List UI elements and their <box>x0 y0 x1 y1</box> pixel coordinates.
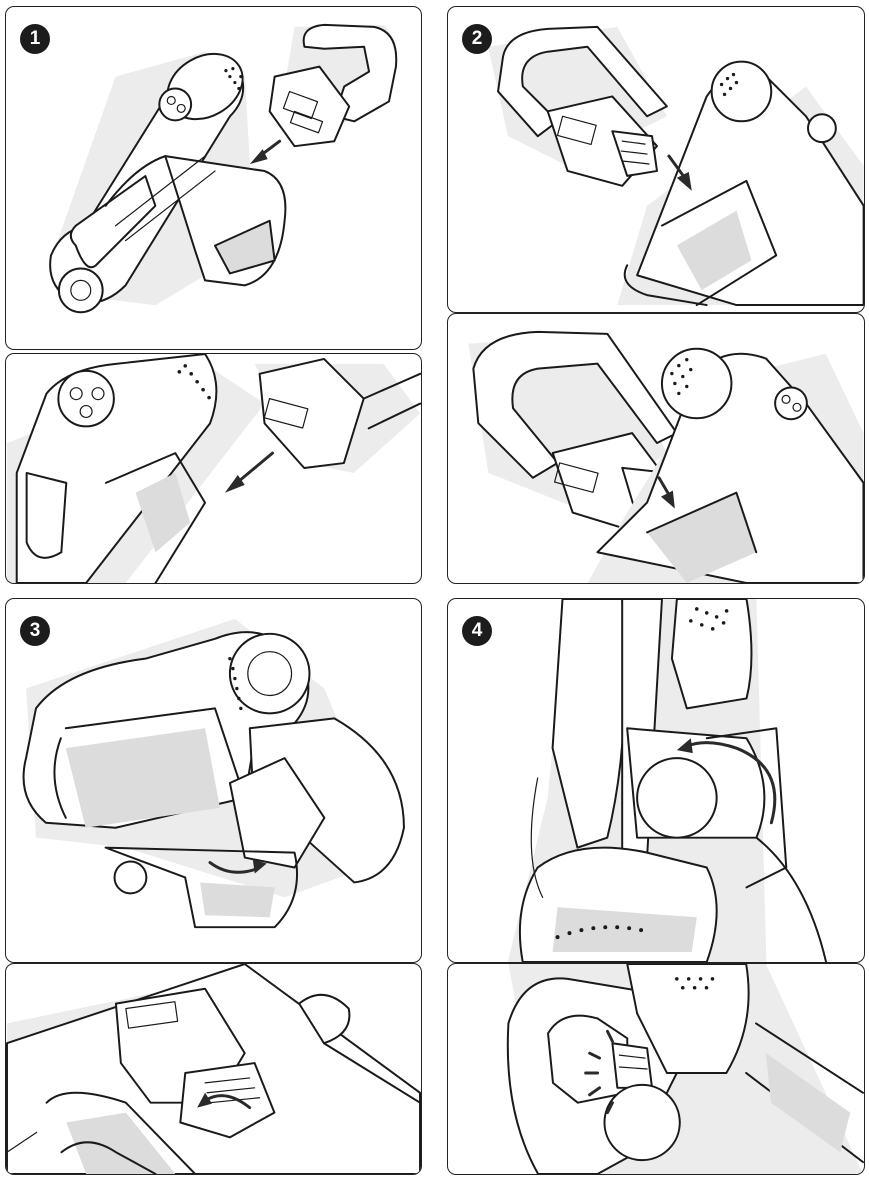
step-4-illustration <box>507 599 828 962</box>
step-1-main-panel: 1 <box>5 6 422 350</box>
grille-dots <box>555 925 644 940</box>
step-1-detail-illustration <box>6 354 421 583</box>
rotate-arrow-icon <box>208 859 267 874</box>
step-3-main-panel: 3 <box>5 598 422 963</box>
step-4-main-panel: 4 <box>447 598 865 963</box>
step-2-badge: 2 <box>462 24 492 54</box>
step-3-detail-illustration <box>6 964 421 1174</box>
arrow-icon <box>657 476 675 509</box>
arrow-icon <box>224 451 274 493</box>
step-3-detail-panel <box>5 963 422 1175</box>
step-2-illustration <box>488 25 864 307</box>
rotate-arrow-icon <box>676 738 777 825</box>
step-3-illustration <box>22 618 405 929</box>
step-4-detail-panel <box>447 963 865 1175</box>
step-2-detail-illustration <box>468 330 864 583</box>
step-2-detail-panel <box>447 313 865 584</box>
step-1-badge: 1 <box>20 24 50 54</box>
step-2-main-panel: 2 <box>447 6 865 313</box>
grille-dots <box>675 977 715 990</box>
rotate-arrow-icon <box>197 1092 252 1110</box>
grille-dots <box>689 607 729 631</box>
step-1-detail-panel <box>5 353 422 584</box>
step-4-detail-illustration <box>506 964 864 1174</box>
step-4-badge: 4 <box>462 616 492 646</box>
grille-dots <box>228 656 243 711</box>
click-indicator-icon <box>584 1029 614 1115</box>
grille-dots <box>177 364 211 400</box>
grille-dots <box>670 357 693 396</box>
grille-dots <box>224 67 243 91</box>
step-3-badge: 3 <box>20 616 50 646</box>
step-1-illustration <box>49 23 398 314</box>
grille-dots <box>719 72 739 97</box>
arrow-icon <box>667 154 692 191</box>
arrow-icon <box>249 139 282 165</box>
